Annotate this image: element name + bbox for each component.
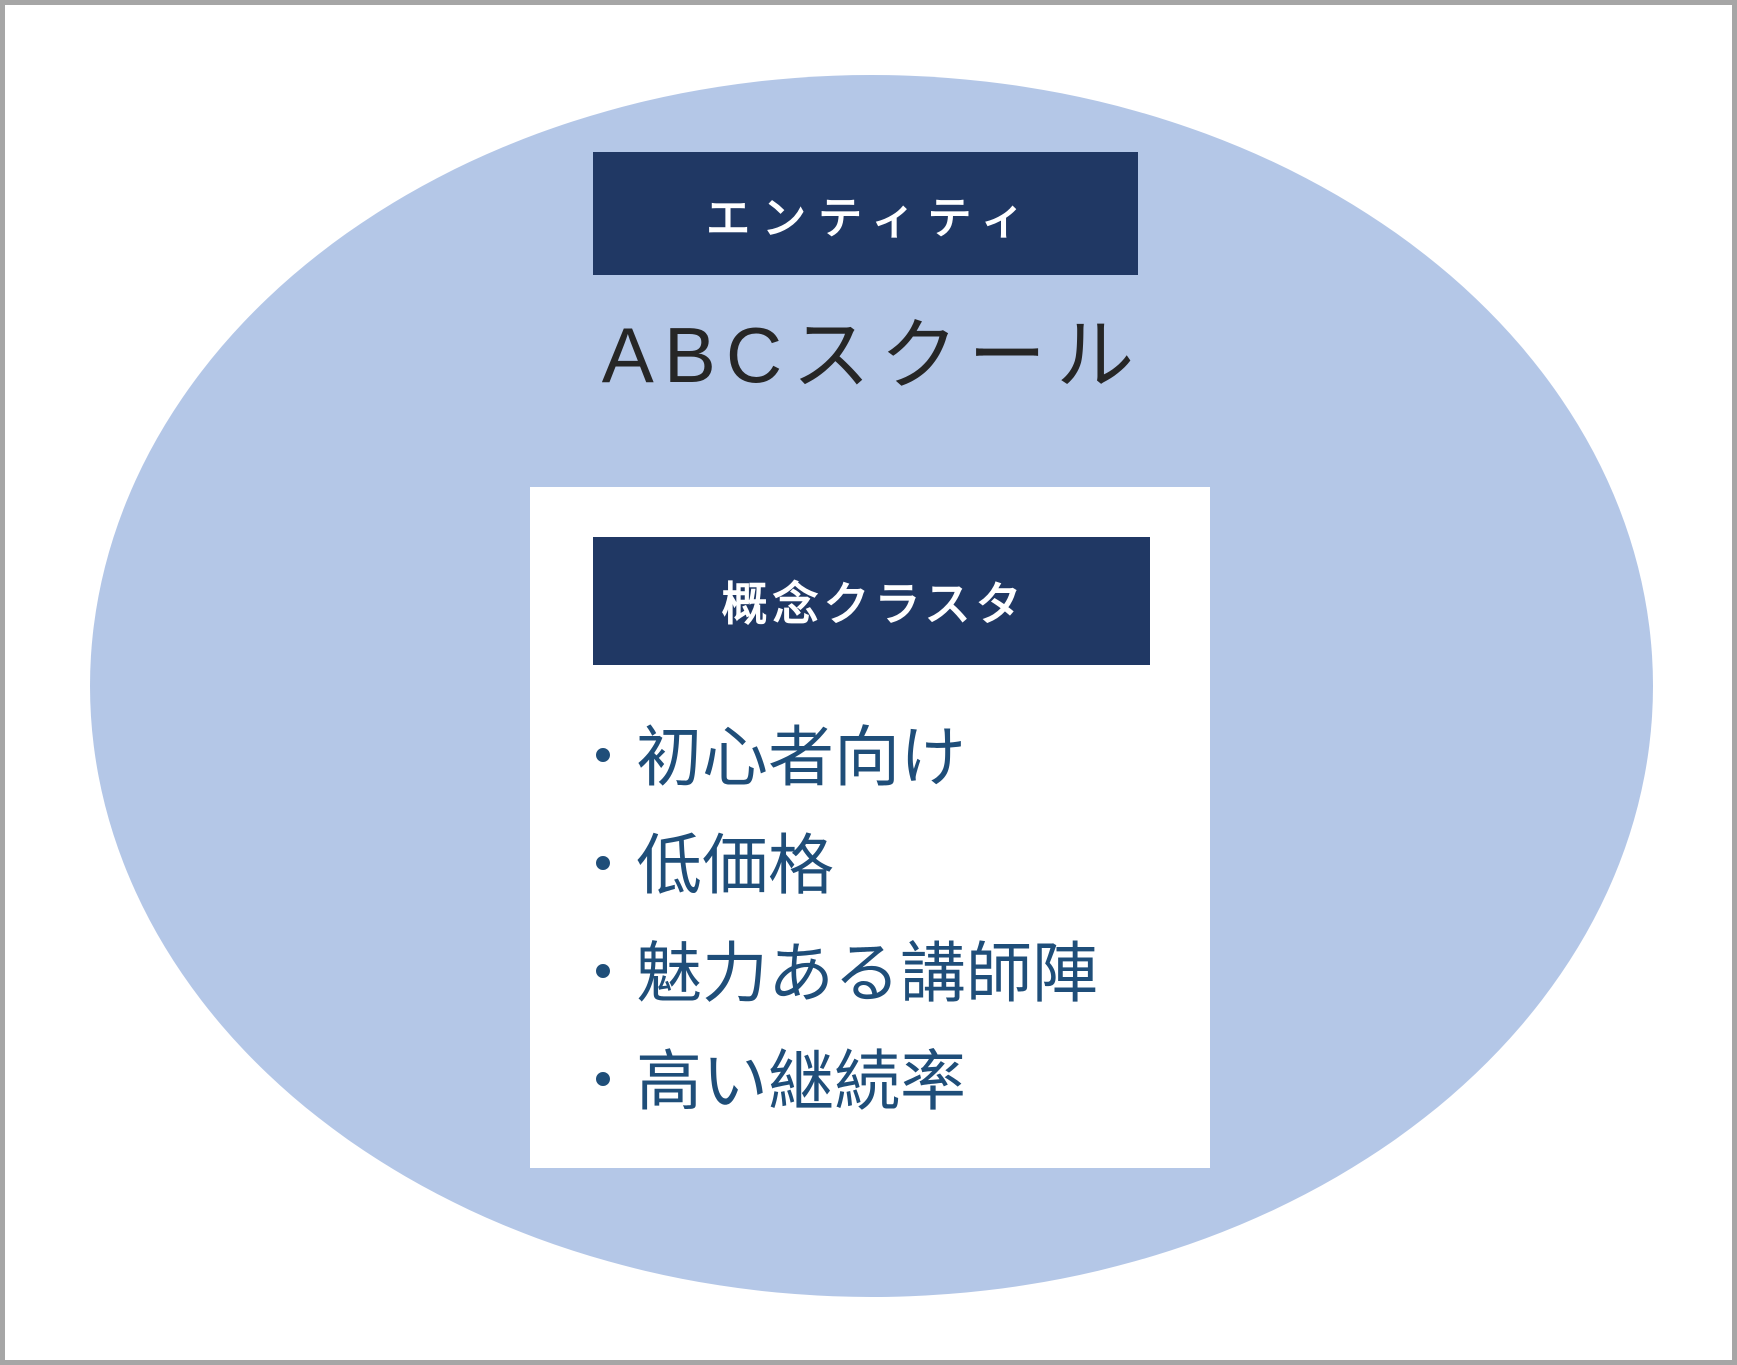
bullet-dot: ・ <box>570 936 636 1010</box>
entity-name: ABCスクール <box>601 311 1145 399</box>
bullet-dot: ・ <box>570 1044 636 1118</box>
concept-cluster-card: 概念クラスタ ・初心者向け ・低価格 ・魅力ある講師陣 ・高い継続率 <box>530 487 1210 1168</box>
list-item-text: 初心者向け <box>636 720 966 794</box>
bullet-dot: ・ <box>570 720 636 794</box>
entity-header-label: エンティティ <box>706 193 1037 243</box>
bullet-dot: ・ <box>570 828 636 902</box>
cluster-header-label: 概念クラスタ <box>721 578 1027 630</box>
cluster-header-box: 概念クラスタ <box>593 537 1150 665</box>
list-item-text: 高い継続率 <box>636 1044 966 1118</box>
list-item: ・魅力ある講師陣 <box>570 919 1210 1027</box>
list-item-text: 低価格 <box>636 828 834 902</box>
entity-header-box: エンティティ <box>593 152 1138 275</box>
list-item: ・初心者向け <box>570 703 1210 811</box>
cluster-list: ・初心者向け ・低価格 ・魅力ある講師陣 ・高い継続率 <box>530 703 1210 1135</box>
list-item: ・高い継続率 <box>570 1027 1210 1135</box>
list-item: ・低価格 <box>570 811 1210 919</box>
list-item-text: 魅力ある講師陣 <box>636 936 1098 1010</box>
